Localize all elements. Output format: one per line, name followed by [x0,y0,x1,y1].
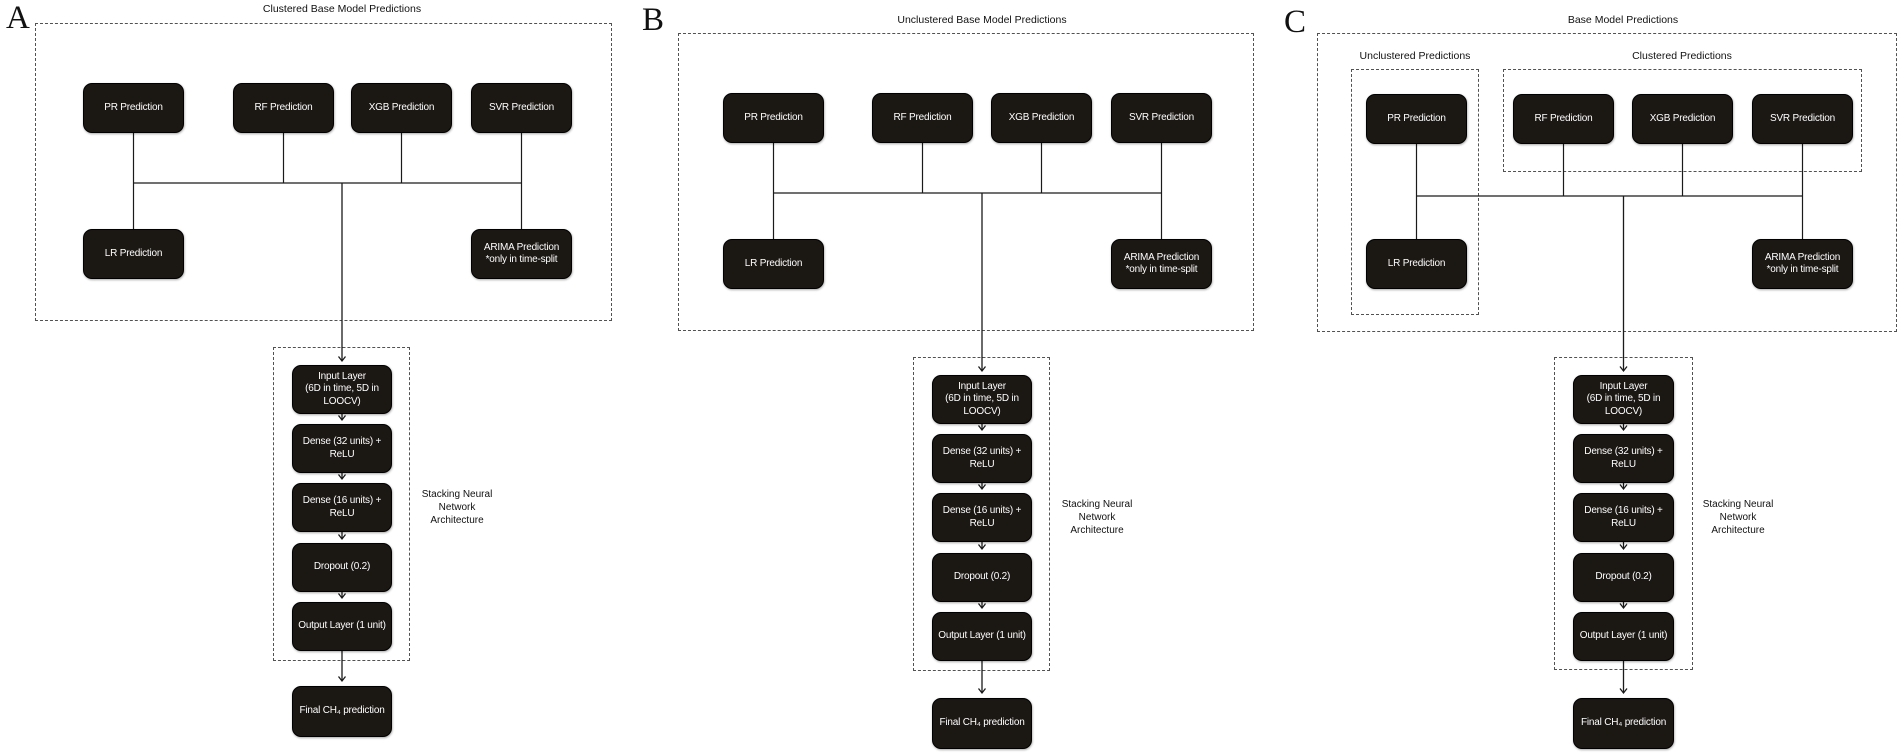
panel-c-final-prediction-node: Final CH₄ prediction [1573,698,1674,749]
panel-b-final-prediction-node: Final CH₄ prediction [932,698,1032,749]
panel-a-pr-node: PR Prediction [83,83,184,133]
panel-a-final-prediction-node: Final CH₄ prediction [292,686,392,737]
panel-a-input-layer-node: Input Layer (6D in time, 5D in LOOCV) [292,365,392,414]
panel-b-base-models-box [678,33,1254,331]
panel-a-svr-node: SVR Prediction [471,83,572,133]
panel-a-lr-node: LR Prediction [83,229,184,279]
panel-a-rf-node: RF Prediction [233,83,334,133]
panel-a-title: Clustered Base Model Predictions [262,3,422,15]
panel-c-base-models-box [1317,33,1897,332]
panel-c-unclustered-group-label: Unclustered Predictions [1359,50,1471,62]
panel-b-dense16-node: Dense (16 units) + ReLU [932,493,1032,542]
panel-b-label: B [642,2,665,38]
panel-c-dense32-node: Dense (32 units) + ReLU [1573,434,1674,483]
panel-b-title: Unclustered Base Model Predictions [897,14,1067,26]
panel-a-label: A [6,0,30,36]
panel-c-dropout-node: Dropout (0.2) [1573,553,1674,602]
panel-c-title: Base Model Predictions [1567,14,1679,26]
panel-a-arima-node: ARIMA Prediction *only in time-split [471,229,572,279]
panel-a-xgb-node: XGB Prediction [351,83,452,133]
panel-c-dense16-node: Dense (16 units) + ReLU [1573,493,1674,542]
panel-b-arima-node: ARIMA Prediction *only in time-split [1111,239,1212,289]
panel-c-svr-node: SVR Prediction [1752,94,1853,144]
panel-c-xgb-node: XGB Prediction [1632,94,1733,144]
panel-c-input-layer-node: Input Layer (6D in time, 5D in LOOCV) [1573,375,1674,424]
panel-b-lr-node: LR Prediction [723,239,824,289]
panel-a-output-layer-node: Output Layer (1 unit) [292,602,392,651]
panel-c-clustered-group-label: Clustered Predictions [1632,50,1732,62]
panel-a-dropout-node: Dropout (0.2) [292,543,392,592]
panel-b-dropout-node: Dropout (0.2) [932,553,1032,602]
panel-a-dense16-node: Dense (16 units) + ReLU [292,483,392,532]
panel-c-label: C [1284,4,1307,40]
panel-c-pr-node: PR Prediction [1366,94,1467,144]
panel-c-unclustered-group-box [1351,69,1479,315]
panel-a-base-models-box [35,23,612,321]
panel-c-arima-node: ARIMA Prediction *only in time-split [1752,239,1853,289]
panel-b-svr-node: SVR Prediction [1111,93,1212,143]
panel-b-xgb-node: XGB Prediction [991,93,1092,143]
panel-b-pr-node: PR Prediction [723,93,824,143]
panel-a-stacking-network-label: Stacking Neural Network Architecture [421,489,493,526]
panel-b-output-layer-node: Output Layer (1 unit) [932,612,1032,661]
panel-b-dense32-node: Dense (32 units) + ReLU [932,434,1032,483]
panel-c-stacking-network-label: Stacking Neural Network Architecture [1702,499,1774,536]
panel-c-rf-node: RF Prediction [1513,94,1614,144]
panel-b-input-layer-node: Input Layer (6D in time, 5D in LOOCV) [932,375,1032,424]
panel-b-rf-node: RF Prediction [872,93,973,143]
panel-a-dense32-node: Dense (32 units) + ReLU [292,424,392,473]
panel-b-stacking-network-label: Stacking Neural Network Architecture [1061,499,1133,536]
panel-c-lr-node: LR Prediction [1366,239,1467,289]
panel-c-output-layer-node: Output Layer (1 unit) [1573,612,1674,661]
